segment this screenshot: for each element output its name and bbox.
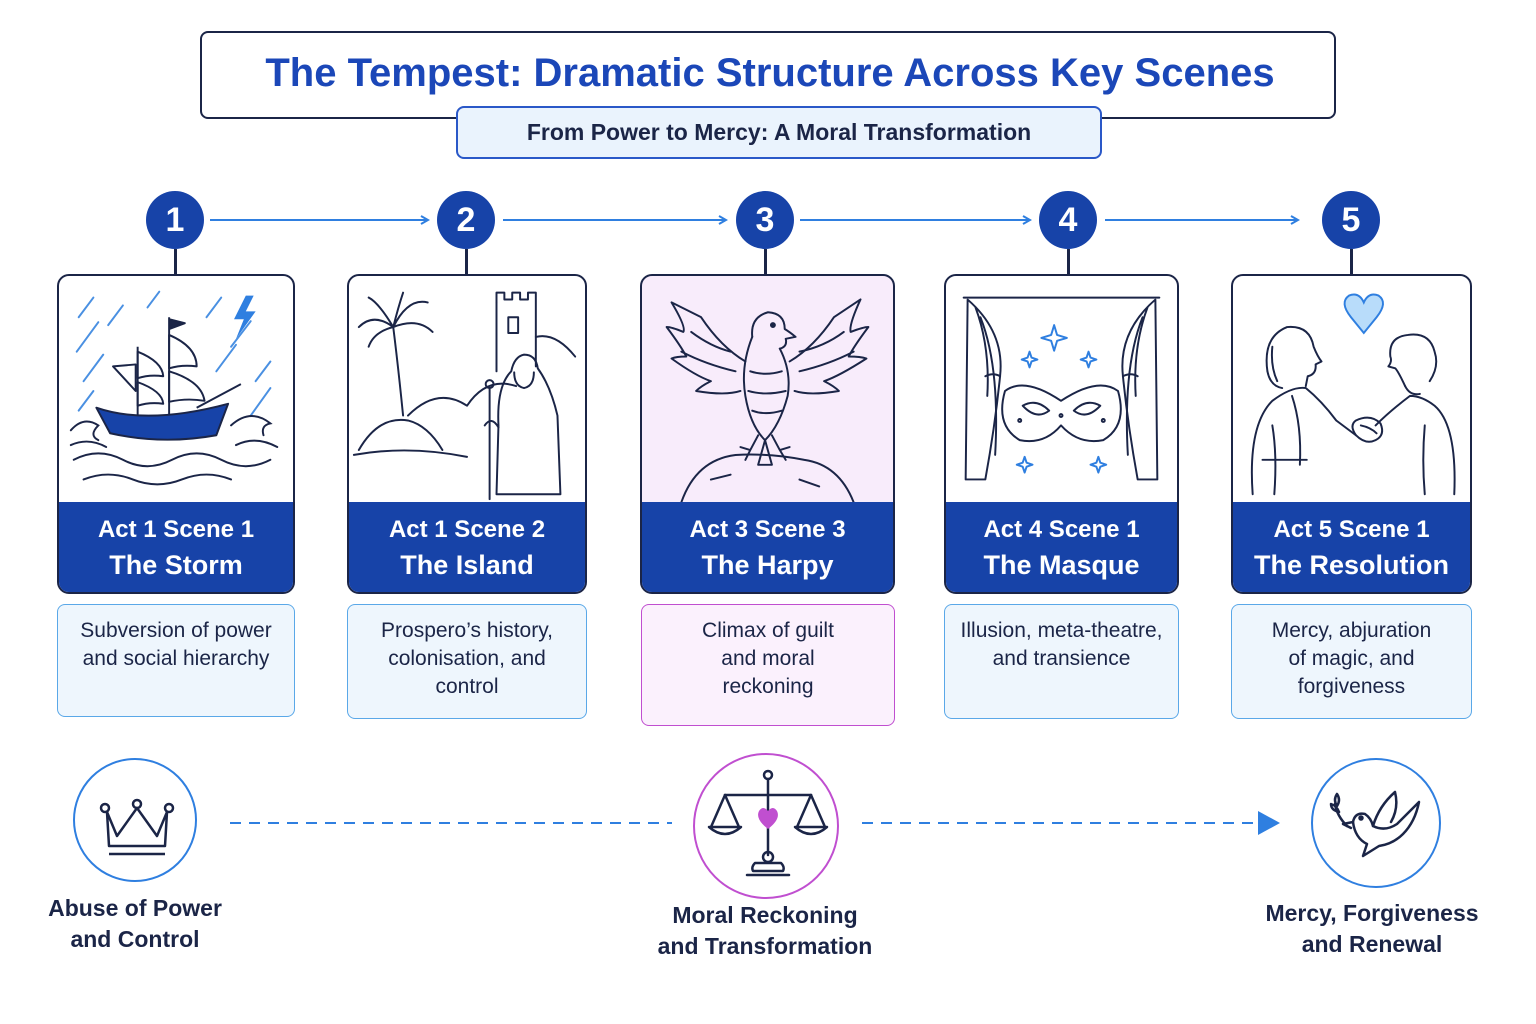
scene-act-label: Act 5 Scene 1 <box>1273 516 1430 543</box>
scales-heart-icon <box>707 769 829 877</box>
step-stem-2 <box>465 249 468 275</box>
step-number-2: 2 <box>437 191 495 249</box>
description-line: and transience <box>992 647 1131 670</box>
scene-act-label: Act 3 Scene 3 <box>689 516 846 543</box>
theme-label-power: Abuse of Power and Control <box>20 893 250 955</box>
description-line: Mercy, abjuration <box>1271 619 1432 642</box>
step-stem-1 <box>174 249 177 275</box>
scene-card-4: Act 4 Scene 1 The Masque <box>944 274 1179 594</box>
scene-name-label: The Island <box>400 550 534 580</box>
masque-mask-icon <box>962 296 1161 481</box>
scene-act-label: Act 1 Scene 2 <box>388 516 546 543</box>
scene-card-3: Act 3 Scene 3 The Harpy <box>640 274 895 594</box>
scene-act-label: Act 4 Scene 1 <box>983 516 1140 543</box>
theme-label-mercy: Mercy, Forgiveness and Renewal <box>1232 898 1512 960</box>
page-title: The Tempest: Dramatic Structure Across K… <box>265 51 1275 95</box>
scene-description-1: Subversion of power and social hierarchy <box>57 604 295 717</box>
description-line: of magic, and <box>1288 647 1415 670</box>
scene-title-band-3: Act 3 Scene 3 The Harpy <box>642 502 893 592</box>
description-line: Climax of guilt <box>702 619 834 642</box>
island-castle-icon <box>352 291 577 501</box>
scene-description-2: Prospero’s history, colonisation, and co… <box>347 604 587 719</box>
step-stem-4 <box>1067 249 1070 275</box>
description-line: and moral <box>721 647 815 670</box>
scene-card-5: Act 5 Scene 1 The Resolution <box>1231 274 1472 594</box>
theme-label-line: Mercy, Forgiveness <box>1265 900 1479 926</box>
scene-card-1: Act 1 Scene 1 The Storm <box>57 274 295 594</box>
dove-icon <box>1329 790 1421 858</box>
scene-name-label: The Masque <box>983 550 1140 580</box>
title-box: The Tempest: Dramatic Structure Across K… <box>200 31 1336 119</box>
scene-name-label: The Resolution <box>1254 550 1449 580</box>
scene-title-band-5: Act 5 Scene 1 The Resolution <box>1233 502 1470 592</box>
description-line: and social hierarchy <box>82 647 270 670</box>
step-number-4: 4 <box>1039 191 1097 249</box>
scene-title-band-1: Act 1 Scene 1 The Storm <box>59 502 293 592</box>
theme-label-line: and Transformation <box>657 933 873 959</box>
step-stem-3 <box>764 249 767 275</box>
theme-label-line: and Renewal <box>1301 931 1443 957</box>
scene-name-label: The Harpy <box>701 550 834 580</box>
description-line: Prospero’s history, <box>381 619 553 642</box>
reconciliation-icon <box>1250 293 1456 496</box>
theme-label-line: and Control <box>70 926 200 952</box>
harpy-icon <box>665 298 870 504</box>
storm-ship-icon <box>69 290 279 486</box>
theme-label-line: Abuse of Power <box>48 895 222 921</box>
crown-icon <box>99 798 175 856</box>
page-subtitle: From Power to Mercy: A Moral Transformat… <box>456 106 1102 159</box>
theme-label-reckoning: Moral Reckoning and Transformation <box>630 900 900 962</box>
description-line: Subversion of power <box>80 619 272 642</box>
description-line: forgiveness <box>1297 675 1406 698</box>
description-line: colonisation, and <box>388 647 546 670</box>
step-number-3: 3 <box>736 191 794 249</box>
scene-title-band-4: Act 4 Scene 1 The Masque <box>946 502 1177 592</box>
description-line: reckoning <box>722 675 814 698</box>
step-number-5: 5 <box>1322 191 1380 249</box>
scene-description-5: Mercy, abjuration of magic, and forgiven… <box>1231 604 1472 719</box>
theme-label-line: Moral Reckoning <box>672 902 858 928</box>
description-line: control <box>435 675 499 698</box>
theme-circle-mercy <box>1311 758 1441 888</box>
scene-description-4: Illusion, meta-theatre, and transience <box>944 604 1179 719</box>
step-number-1: 1 <box>146 191 204 249</box>
theme-circle-reckoning <box>693 753 839 899</box>
step-stem-5 <box>1350 249 1353 275</box>
scene-title-band-2: Act 1 Scene 2 The Island <box>349 502 585 592</box>
scene-act-label: Act 1 Scene 1 <box>97 516 255 543</box>
scene-card-2: Act 1 Scene 2 The Island <box>347 274 587 594</box>
scene-name-label: The Storm <box>109 550 243 580</box>
scene-description-3: Climax of guilt and moral reckoning <box>641 604 895 726</box>
description-line: Illusion, meta-theatre, <box>960 619 1163 642</box>
theme-circle-power <box>73 758 197 882</box>
